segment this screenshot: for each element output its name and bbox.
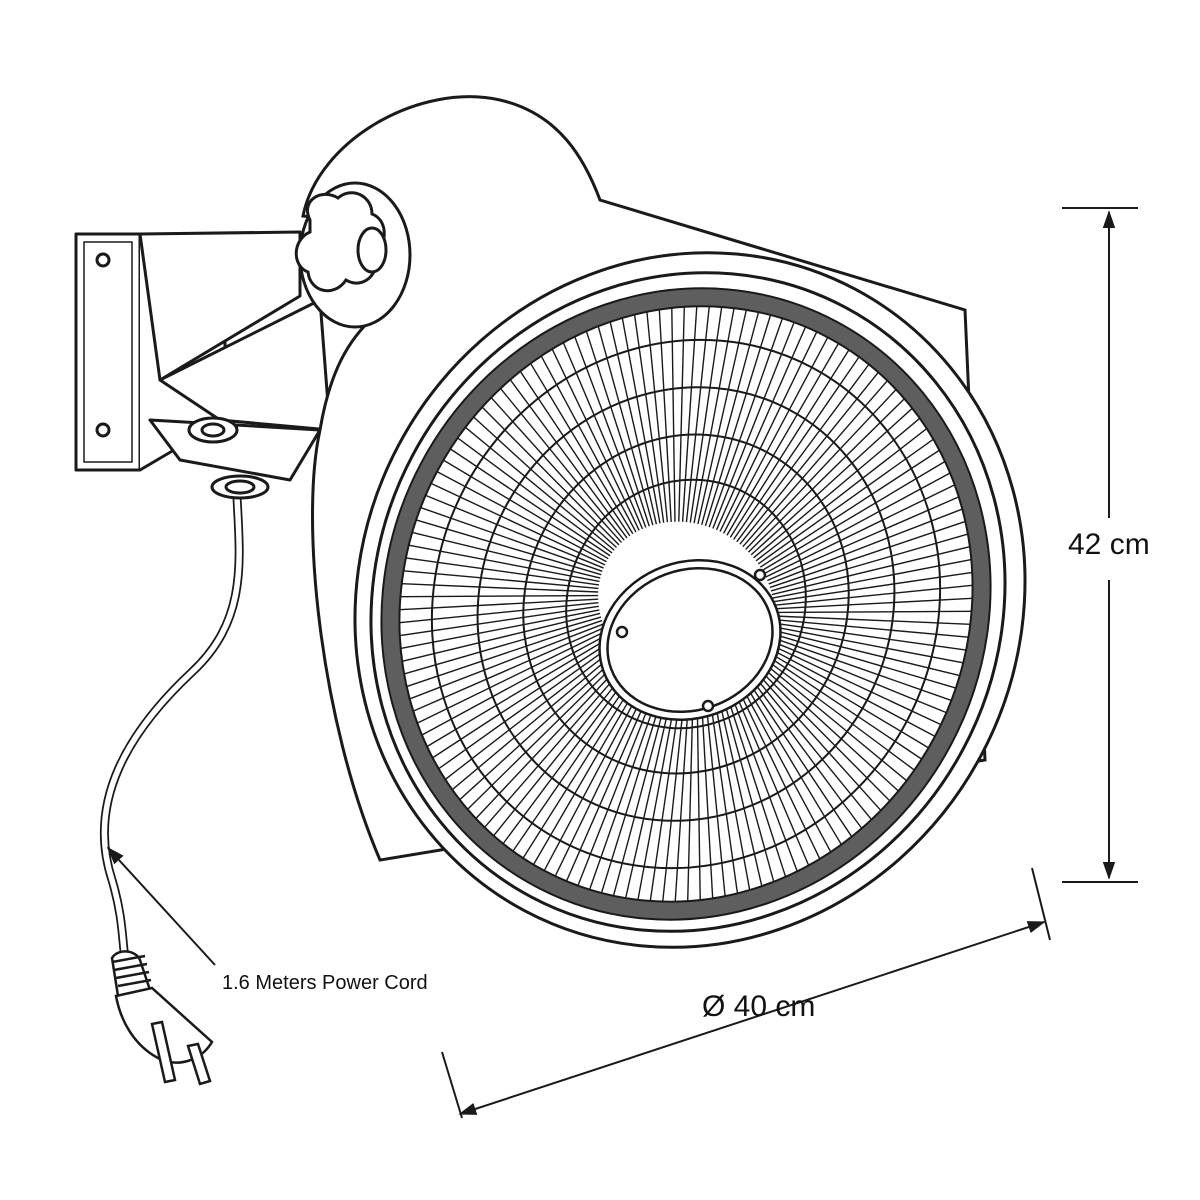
grille-rings (430, 338, 942, 870)
grille-spoke (726, 343, 840, 536)
grille-spoke (687, 686, 694, 902)
grille-spoke (712, 322, 795, 529)
grille-spoke (761, 460, 946, 571)
grille-spoke (649, 685, 683, 902)
grille-spoke (693, 308, 735, 524)
grille-spoke (417, 630, 607, 724)
height-dimension (1062, 207, 1138, 883)
grille-spoke (722, 337, 829, 534)
grille-spoke (512, 668, 639, 852)
grille-spoke (715, 326, 807, 531)
grille-spoke (707, 685, 739, 894)
wall-bracket (74, 230, 332, 500)
grille-spoke (451, 649, 619, 791)
grille-spoke (532, 672, 646, 865)
grille-spoke (421, 633, 609, 736)
power-plug (110, 950, 214, 1086)
grille-spoke (467, 655, 625, 810)
cord-leader (106, 846, 216, 966)
tilt-knob (294, 191, 388, 293)
grille-spoke (621, 317, 661, 524)
grille-spoke (484, 660, 630, 828)
grille-spoke (522, 670, 643, 859)
grille-spoke (769, 520, 966, 589)
grille-spoke (703, 685, 726, 897)
grille-spoke (768, 508, 963, 585)
grille-spoke (662, 685, 687, 902)
heater-grille (399, 306, 973, 902)
grille-spoke (444, 646, 617, 780)
grille-spoke (718, 682, 775, 882)
grille-spoke (770, 533, 969, 592)
grille-spoke (685, 306, 710, 523)
grille-spoke (412, 626, 605, 712)
power-cord-label: 1.6 Meters Power Cord (222, 972, 428, 994)
grille-spoke (742, 380, 888, 548)
grille-spoke (633, 314, 665, 523)
grille-spoke (765, 484, 955, 578)
grille-spoke (681, 306, 698, 522)
grille-spoke (747, 398, 905, 553)
grille-spoke (753, 417, 921, 559)
grille-spoke (678, 306, 685, 522)
grille-spoke (609, 321, 658, 525)
center-hub (598, 558, 782, 722)
grille-spoke (759, 449, 940, 568)
diameter-dimension (441, 867, 1051, 1119)
grille-spoke (704, 314, 772, 527)
grille-spoke (750, 407, 913, 556)
grille-spoke (736, 363, 870, 543)
grille-spoke (757, 438, 934, 565)
grille-spoke (714, 683, 763, 887)
grille-spoke (646, 311, 669, 523)
grille-spoke (733, 356, 860, 540)
grille-spoke (403, 616, 602, 675)
grille-spoke (701, 311, 760, 526)
grille-spoke (739, 371, 879, 545)
grille-spoke (438, 643, 615, 770)
grille-spoke (406, 619, 603, 688)
grille-spoke (696, 686, 701, 901)
power-cord (99, 496, 244, 966)
grille-spoke (708, 318, 784, 528)
grille-spoke (493, 663, 633, 837)
grille-spoke (597, 326, 654, 526)
height-label: 42 cm (1068, 528, 1150, 561)
grille-spoke (755, 428, 928, 562)
grille-spoke (719, 331, 818, 532)
grille-spoke (637, 684, 679, 900)
grille-spoke (674, 686, 691, 902)
grille-spoke (432, 640, 613, 759)
grille-spoke (543, 674, 650, 871)
grille-spoke (426, 637, 611, 748)
grille-spoke (722, 681, 787, 878)
grille-spoke (745, 389, 897, 550)
grille-spoke (502, 665, 636, 845)
grille-spoke (585, 330, 650, 527)
grille-spoke (729, 349, 850, 538)
grille-spoke (671, 307, 676, 522)
grille-spoke (711, 684, 751, 891)
grille-spoke (767, 496, 960, 582)
grille-spoke (409, 623, 604, 700)
diameter-label: Ø 40 cm (702, 990, 816, 1023)
grille-spoke (689, 306, 723, 523)
grille-spoke (763, 472, 951, 575)
grille-spoke (658, 309, 672, 522)
grille-spoke (475, 658, 627, 819)
grille-spoke (459, 652, 622, 801)
grille-spoke (697, 309, 748, 525)
grille-spoke (700, 686, 714, 899)
